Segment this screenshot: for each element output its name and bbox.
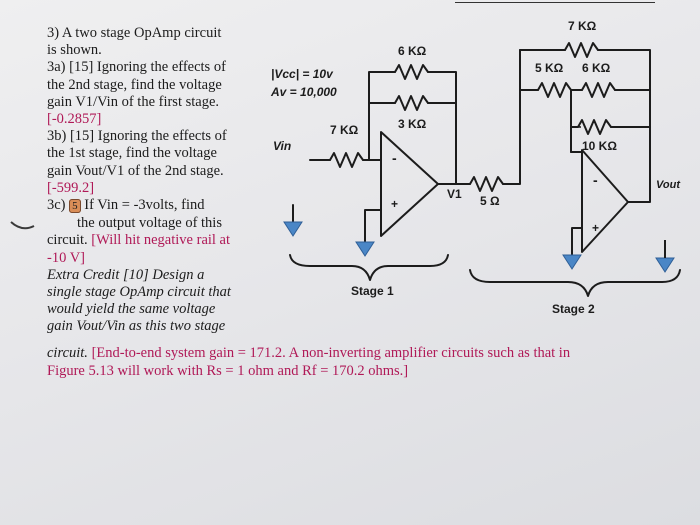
q3b-line: the 1st stage, find the voltage (47, 145, 217, 162)
q3b-answer: [-599.2] (47, 179, 95, 196)
q3b-line: gain Vout/V1 of the 2nd stage. (47, 162, 224, 179)
extra-credit-line: single stage OpAmp circuit that (47, 284, 231, 301)
stage2-label: Stage 2 (552, 302, 595, 316)
q3c-text: circuit. (47, 232, 88, 249)
gain-label: Av = 10,000 (270, 85, 337, 99)
ground-stage2-icon (562, 254, 582, 270)
q3-line: is shown. (47, 42, 102, 59)
extra-credit-line: Extra Credit [10] Design a (47, 266, 205, 283)
r-input-label: 7 KΩ (330, 123, 359, 137)
ground-stage1-icon (355, 241, 375, 257)
resistor-7k-top (564, 42, 599, 58)
extra-answer-text: [End-to-end system gain = 171.2. A non-i… (91, 345, 571, 361)
extra-credit-line: circuit. (47, 345, 88, 361)
stage1-brace (289, 254, 449, 281)
extra-credit-answer: circuit. [End-to-end system gain = 171.2… (47, 345, 687, 380)
opamp1-plus: + (391, 197, 398, 211)
r-fb2-label: 10 KΩ (582, 139, 617, 153)
supply-label: |Vcc| = 10v (271, 67, 334, 81)
vout-label: Vout (656, 179, 681, 191)
ground-vin-icon (283, 221, 303, 237)
q3c-line: the output voltage of this (77, 215, 222, 232)
resistor-3k (394, 95, 429, 111)
resistor-6k (394, 64, 429, 80)
r-mid-a-label: 5 KΩ (535, 61, 564, 75)
pen-scribble-icon (10, 221, 35, 230)
top-edge-line (455, 2, 655, 5)
q3-line: 3) A two stage OpAmp circuit (47, 25, 222, 41)
opamp-2 (581, 149, 629, 253)
q3c-text: If Vin = -3volts, find (84, 197, 205, 214)
q3a-line: the 2nd stage, find the voltage (47, 76, 222, 93)
r-fb1-bottom-label: 3 KΩ (398, 117, 427, 131)
q3c-answer: [Will hit negative rail at (91, 232, 231, 249)
opamp1-minus: - (392, 150, 397, 166)
opamp2-minus: - (593, 172, 598, 188)
resistor-5-ohm (469, 176, 504, 192)
resistor-5k (537, 82, 572, 98)
r-mid-b-label: 6 KΩ (582, 61, 611, 75)
vin-label: Vin (273, 139, 291, 153)
resistor-7k-input (329, 152, 364, 168)
r-fb1-top-label: 6 KΩ (398, 44, 427, 58)
answer-line: circuit. [End-to-end system gain = 171.2… (47, 345, 687, 363)
extra-credit-line: gain Vout/Vin as this two stage (47, 318, 226, 335)
q3a-line: gain V1/Vin of the first stage. (47, 93, 220, 110)
q3c-line: 3c) 5 If Vin = -3volts, find (47, 197, 272, 215)
opamp2-plus: + (592, 221, 599, 235)
ground-vout-icon (655, 257, 675, 273)
resistor-10k (577, 119, 612, 135)
points-badge: 5 (69, 199, 81, 214)
v1-label: V1 (447, 187, 462, 201)
stage1-label: Stage 1 (351, 284, 394, 298)
r-top2-label: 7 KΩ (568, 19, 597, 33)
q3c-answer: -10 V] (47, 249, 85, 266)
resistor-6k-2 (581, 82, 616, 98)
q3c-line: circuit. [Will hit negative rail at (47, 232, 272, 249)
stage2-brace (469, 269, 681, 297)
opamp-1 (380, 131, 439, 237)
q3b-line: 3b) [15] Ignoring the effects of (47, 128, 227, 145)
extra-credit-line: would yield the same voltage (47, 301, 216, 318)
problem-text: 3) A two stage OpAmp circuit is shown. 3… (47, 25, 272, 336)
r-series-label: 5 Ω (480, 194, 500, 208)
q3a-line: 3a) [15] Ignoring the effects of (47, 59, 226, 76)
q3c-prefix: 3c) (47, 197, 66, 214)
extra-answer-text: Figure 5.13 will work with Rs = 1 ohm an… (47, 362, 409, 379)
q3a-answer: [-0.2857] (47, 111, 102, 128)
